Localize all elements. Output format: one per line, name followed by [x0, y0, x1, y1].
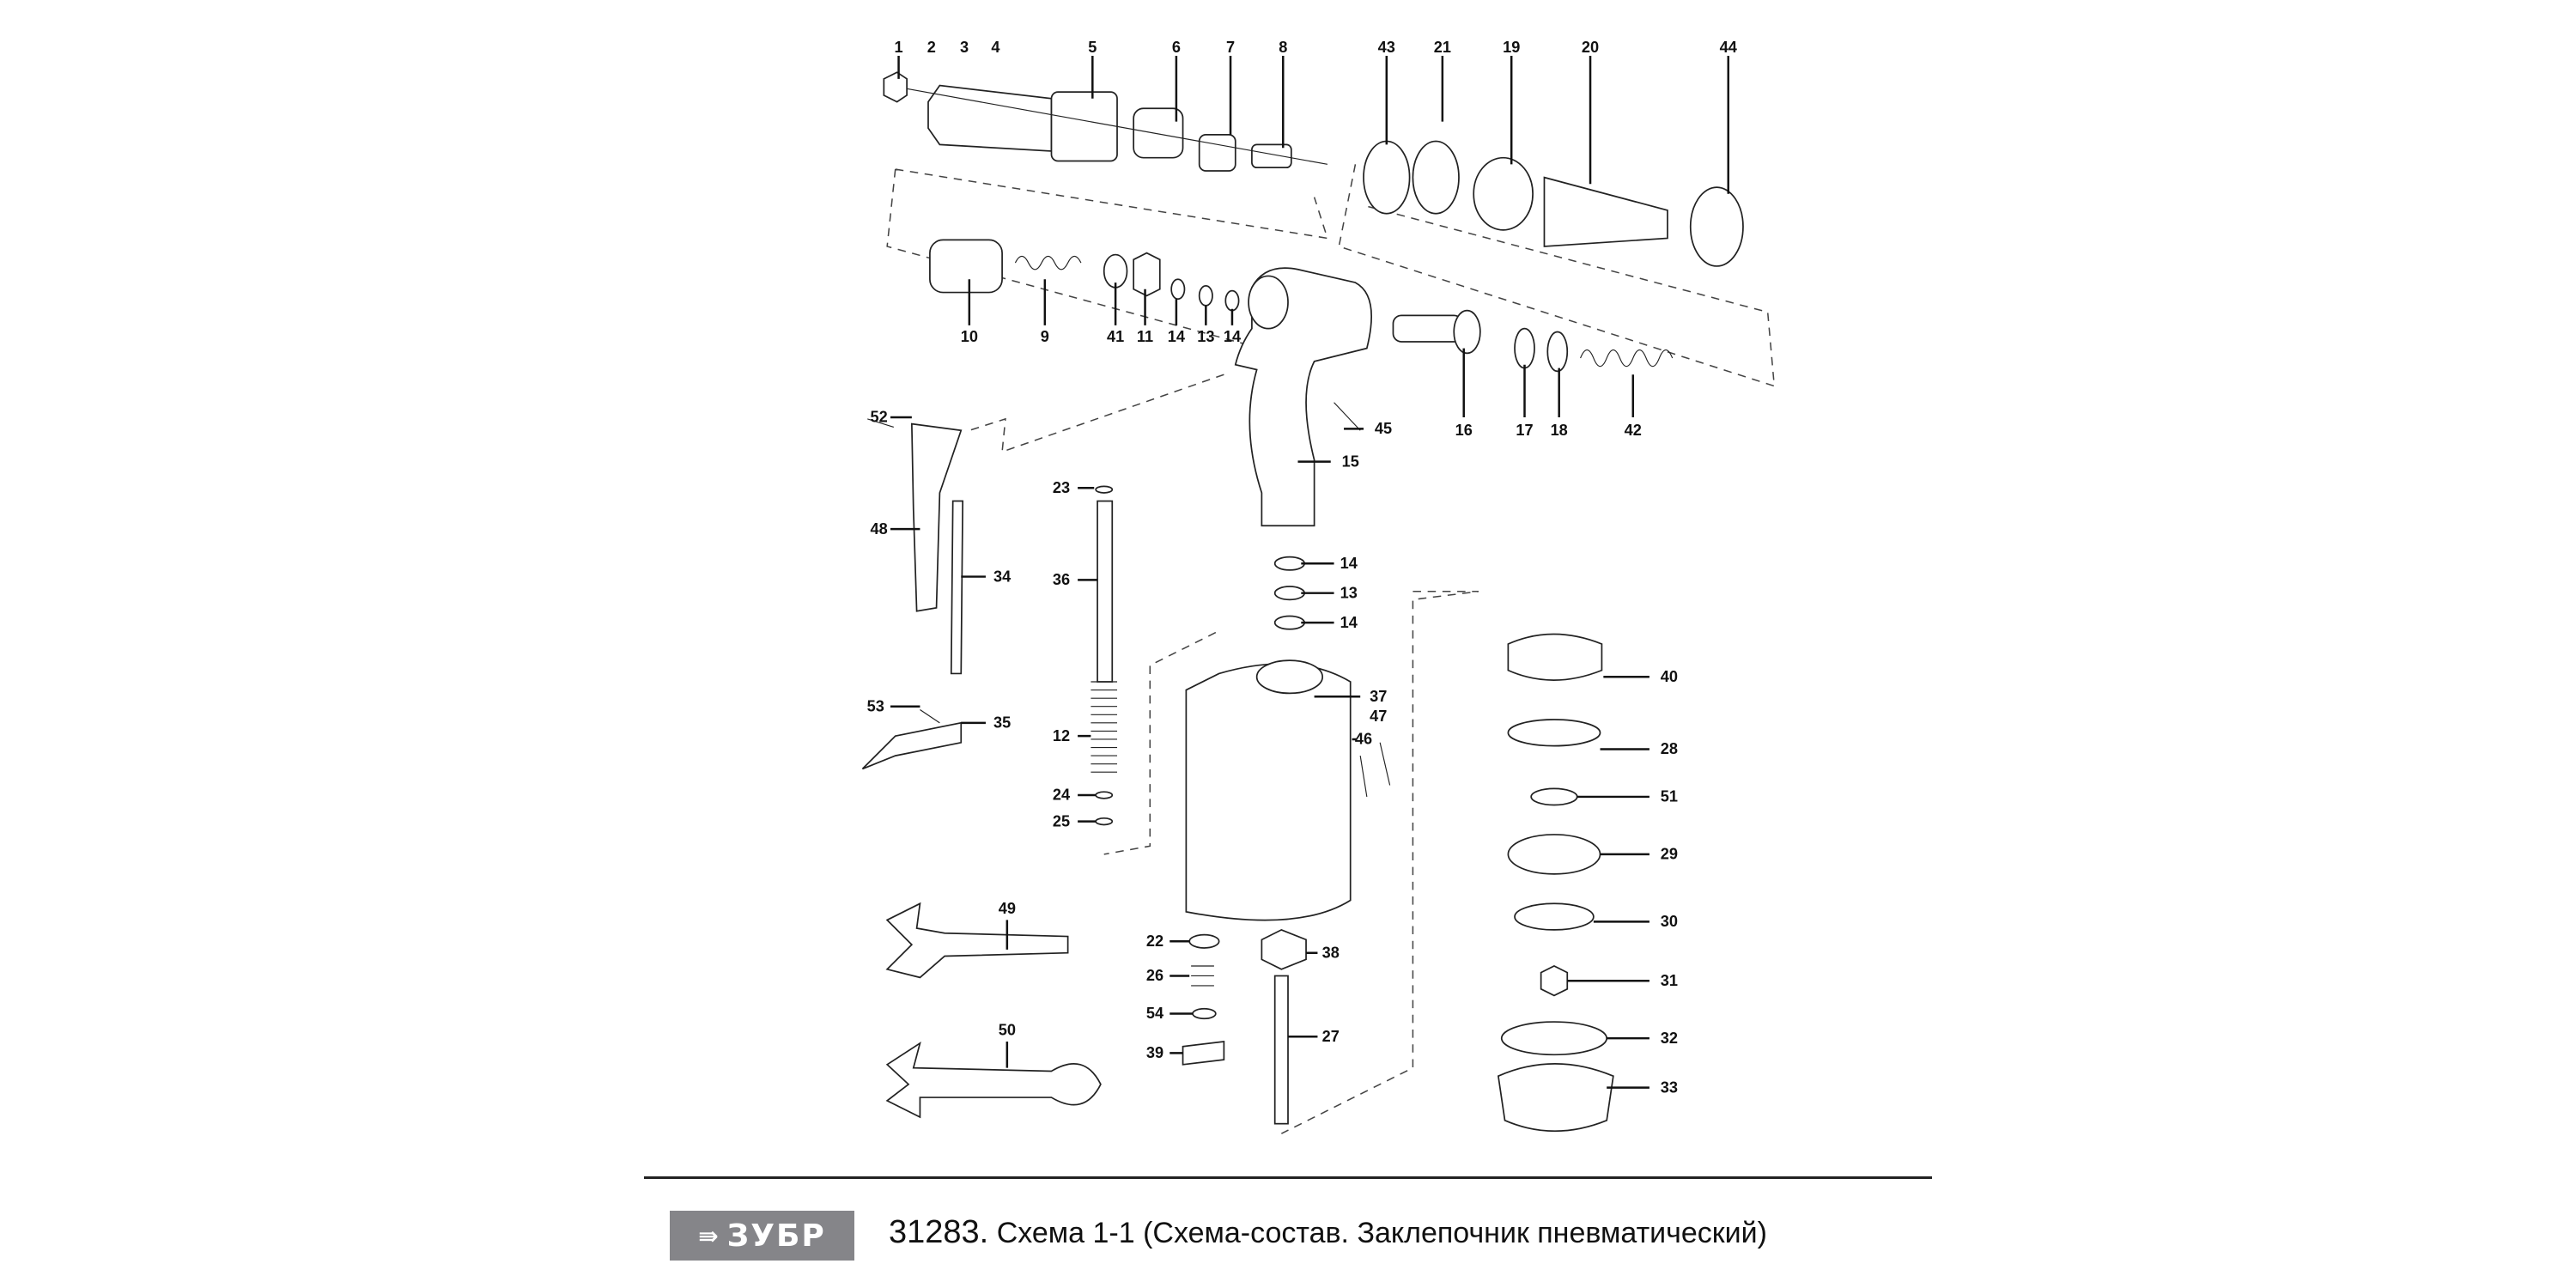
leader-lines: [890, 56, 1729, 1089]
callout-3: 3: [960, 39, 969, 56]
callout-2: 2: [927, 39, 936, 56]
nose-assembly: [883, 71, 1328, 172]
callout-24: 24: [1053, 787, 1070, 804]
rear-cap-assembly: [1363, 140, 1744, 267]
callout-37: 37: [1370, 688, 1387, 705]
callout-12: 12: [1053, 727, 1070, 744]
callout-46: 46: [1355, 731, 1372, 748]
callout-36: 36: [1053, 571, 1070, 588]
callout-21: 21: [1434, 39, 1451, 56]
callout-25: 25: [1053, 812, 1070, 829]
body-assembly: [929, 239, 1674, 527]
callout-15: 15: [1342, 453, 1359, 470]
callout-40: 40: [1661, 668, 1678, 685]
callout-35: 35: [993, 714, 1011, 732]
callout-33: 33: [1661, 1078, 1678, 1096]
callout-23: 23: [1053, 479, 1070, 496]
callout-4: 4: [991, 39, 999, 56]
callout-18: 18: [1551, 422, 1568, 439]
callout-26: 26: [1146, 967, 1163, 984]
callout-50: 50: [999, 1021, 1016, 1038]
callout-7: 7: [1226, 39, 1235, 56]
callout-13: 13: [1340, 584, 1358, 601]
callout-14: 14: [1168, 328, 1185, 345]
callout-34: 34: [993, 568, 1011, 585]
callout-14: 14: [1340, 555, 1358, 572]
callout-54: 54: [1146, 1005, 1163, 1022]
callout-6: 6: [1172, 39, 1181, 56]
brand-logo: ⇛ЗУБР: [670, 1211, 854, 1261]
callout-41: 41: [1107, 328, 1124, 345]
callout-45: 45: [1375, 420, 1392, 437]
callout-49: 49: [999, 900, 1016, 917]
callout-43: 43: [1378, 39, 1395, 56]
callout-48: 48: [870, 520, 887, 538]
callout-30: 30: [1661, 913, 1678, 930]
callout-28: 28: [1661, 740, 1678, 757]
piston-assembly: [1497, 633, 1614, 1133]
callout-38: 38: [1322, 944, 1340, 961]
callout-14: 14: [1224, 328, 1241, 345]
callout-9: 9: [1041, 328, 1049, 345]
callout-27: 27: [1322, 1028, 1340, 1045]
callout-52: 52: [870, 409, 887, 426]
callout-47: 47: [1370, 708, 1387, 725]
footer-divider: [644, 1176, 1932, 1179]
callout-51: 51: [1661, 788, 1678, 805]
callout-16: 16: [1455, 422, 1473, 439]
cylinder-assembly: [1182, 556, 1391, 1125]
callout-5: 5: [1088, 39, 1097, 56]
callout-53: 53: [867, 697, 884, 714]
diagram-title: Схема 1-1 (Схема-состав. Заклепочник пне…: [996, 1217, 1767, 1249]
callout-31: 31: [1661, 972, 1678, 989]
wrenches: [885, 902, 1102, 1119]
dashed-guides: [886, 164, 1776, 1134]
callout-44: 44: [1720, 39, 1737, 56]
brand-arrow-icon: ⇛: [698, 1221, 720, 1250]
callout-42: 42: [1625, 422, 1642, 439]
callout-19: 19: [1503, 39, 1520, 56]
callout-22: 22: [1146, 933, 1163, 950]
callout-13: 13: [1197, 328, 1214, 345]
trigger-assembly: [861, 418, 964, 770]
callout-14: 14: [1340, 614, 1358, 631]
callout-17: 17: [1516, 422, 1533, 439]
callout-10: 10: [961, 328, 978, 345]
model-number: 31283.: [889, 1214, 989, 1250]
valve-stem-assembly: [1091, 485, 1118, 826]
callout-29: 29: [1661, 846, 1678, 863]
callout-8: 8: [1279, 39, 1287, 56]
callout-32: 32: [1661, 1030, 1678, 1047]
callout-1: 1: [895, 39, 903, 56]
callout-11: 11: [1137, 328, 1153, 345]
callout-39: 39: [1146, 1044, 1163, 1061]
callout-20: 20: [1582, 39, 1599, 56]
diagram-caption: 31283. Схема 1-1 (Схема-состав. Заклепоч…: [889, 1214, 1767, 1251]
brand-name: ЗУБР: [726, 1218, 826, 1254]
